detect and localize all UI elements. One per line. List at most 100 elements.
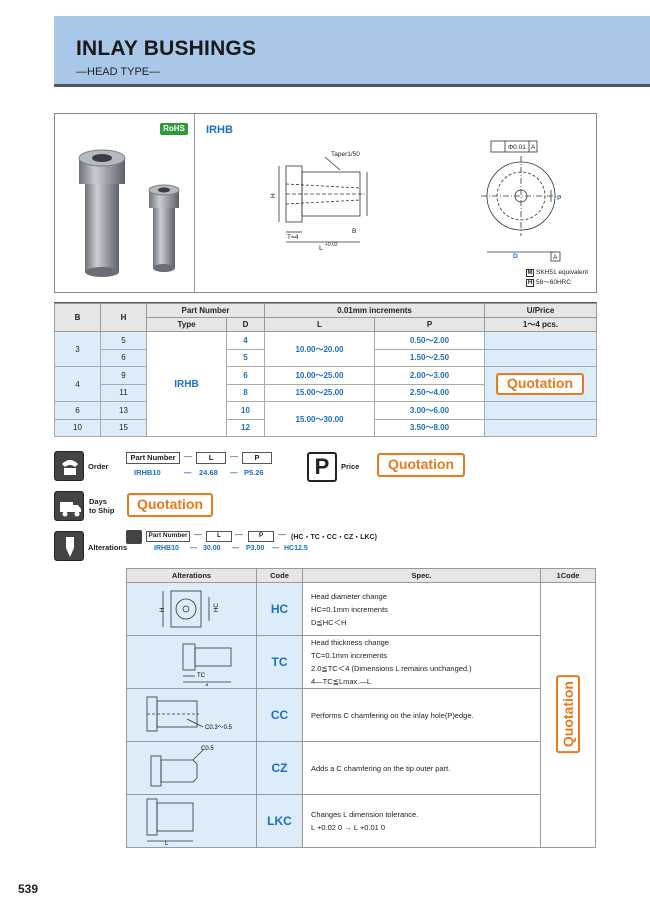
d-dim-label: D <box>513 253 518 260</box>
code-hc: HC <box>256 582 303 636</box>
alt-part-number-box: Part Number <box>146 531 190 542</box>
alt-col-spec: Spec. <box>302 568 541 583</box>
product-drawing: Taper1/50 H T=4 B L +0.02 Φ0.01 A D A P <box>270 140 562 262</box>
hardness-key-h: H <box>526 279 534 287</box>
onecode-quotation-button[interactable]: Quotation <box>556 674 580 754</box>
l-tol: +0.02 <box>325 242 338 248</box>
alt-l-box: L <box>206 531 232 542</box>
dash: — <box>278 530 286 539</box>
days-to-ship-label: Days to Ship <box>89 497 115 515</box>
h-dim-label: H <box>270 193 277 198</box>
lkc-drawing: L <box>126 794 257 848</box>
cz-drawing: C0.5 <box>126 741 257 795</box>
alt-example-l: 30.00 <box>203 545 221 552</box>
alt-col-alterations: Alterations <box>126 568 257 583</box>
days-quotation-button[interactable]: Quotation <box>127 493 213 517</box>
alt-codes-hint: (HC・TC・CC・CZ・LKC) <box>291 534 377 541</box>
material-key-m: M <box>526 269 534 277</box>
hc-drawing: H HC <box>126 582 257 636</box>
svg-text:C0.5: C0.5 <box>201 746 214 752</box>
col-d: D <box>226 317 265 332</box>
title-banner <box>54 16 650 84</box>
svg-text:TC: TC <box>197 673 206 679</box>
alt-col-onecode: 1Code <box>540 568 596 583</box>
code-tc: TC <box>256 635 303 689</box>
dash: — <box>230 452 238 461</box>
price-icon: P <box>307 452 337 482</box>
order-p-box: P <box>242 452 272 464</box>
alt-example-p: P3.00 <box>246 545 265 552</box>
p-dim-label: P <box>557 195 562 202</box>
table-row: C0.5 CZ Adds a C chamfering on the tip o… <box>126 741 596 795</box>
t-dim-label: T=4 <box>287 234 299 241</box>
taper-label: Taper1/50 <box>331 151 360 158</box>
dash: — <box>190 545 197 552</box>
order-example-l: 24.68 <box>199 468 218 477</box>
table-row: 6 5 1.50～2.50 <box>55 348 597 367</box>
alt-example-code: HC12.5 <box>284 545 308 552</box>
dash: — <box>235 530 243 539</box>
page-subtitle: —HEAD TYPE— <box>76 66 161 78</box>
dash: — <box>230 468 238 477</box>
col-l: L <box>264 317 375 332</box>
code-cc: CC <box>256 688 303 742</box>
price-quotation-button[interactable]: Quotation <box>377 453 465 477</box>
tool-icon <box>54 531 84 561</box>
alt-example-pn: IRHB10 <box>154 545 179 552</box>
table-row: 6 13 10 15.00～30.00 3.00～6.00 <box>54 401 597 437</box>
col-uprice: U/Price <box>484 303 597 318</box>
col-type: Type <box>146 317 227 332</box>
svg-text:L: L <box>165 841 169 845</box>
col-b: B <box>54 303 101 332</box>
product-photo <box>55 114 195 292</box>
hardness-text: 58～60HRC <box>536 279 572 286</box>
dash: — <box>272 545 279 552</box>
dash: — <box>184 452 192 461</box>
spec-table: B H Part Number 0.01mm increments U/Pric… <box>54 303 597 437</box>
order-part-number-box: Part Number <box>126 452 180 464</box>
cc-drawing: C0.3～0.5 <box>126 688 257 742</box>
col-qty: 1～4 pcs. <box>484 317 597 332</box>
dash: — <box>232 545 239 552</box>
order-example-pn: IRHB10 <box>134 468 161 477</box>
table-row: 3 5 IRHB 4 10.00～20.00 0.50～2.00 <box>54 331 597 437</box>
svg-text:4: 4 <box>205 684 209 686</box>
title-underline <box>54 84 650 87</box>
type-cell: IRHB <box>146 331 227 437</box>
col-part-number: Part Number <box>146 303 265 318</box>
svg-text:C0.3～0.5: C0.3～0.5 <box>205 725 233 731</box>
material-text: SKH51 equivalent <box>536 269 589 276</box>
l-dim-label: L <box>319 245 323 252</box>
product-overview: Taper1/50 H T=4 B L +0.02 Φ0.01 A D A P <box>54 113 597 293</box>
svg-text:H: H <box>160 608 166 612</box>
code-cz: CZ <box>256 741 303 795</box>
quotation-button[interactable]: Quotation <box>496 373 584 395</box>
table-row: L LKC Changes L dimension tolerance.L +0… <box>126 794 596 848</box>
order-example-p: P5.26 <box>244 468 264 477</box>
order-label: Order <box>88 462 109 471</box>
rohs-badge: RoHS <box>160 123 188 135</box>
runout-label: Φ0.01 <box>508 144 526 151</box>
datum-a: A <box>531 144 536 151</box>
datum-a-bottom: A <box>553 254 558 261</box>
b-dim-label: B <box>352 228 356 235</box>
svg-text:HC: HC <box>214 603 220 612</box>
alt-col-code: Code <box>256 568 303 583</box>
col-increments: 0.01mm increments <box>264 303 485 318</box>
code-lkc: LKC <box>256 794 303 848</box>
col-h: H <box>100 303 147 332</box>
dash: — <box>184 468 192 477</box>
order-l-box: L <box>196 452 226 464</box>
price-label: Price <box>341 462 360 471</box>
product-code: IRHB <box>206 124 233 136</box>
alterations-label: Alterations <box>88 543 128 552</box>
page-number: 539 <box>18 882 39 896</box>
page-title: INLAY BUSHINGS <box>76 37 257 60</box>
truck-icon <box>54 491 84 521</box>
alteration-phone-icon <box>126 530 142 544</box>
phone-icon <box>54 451 84 481</box>
